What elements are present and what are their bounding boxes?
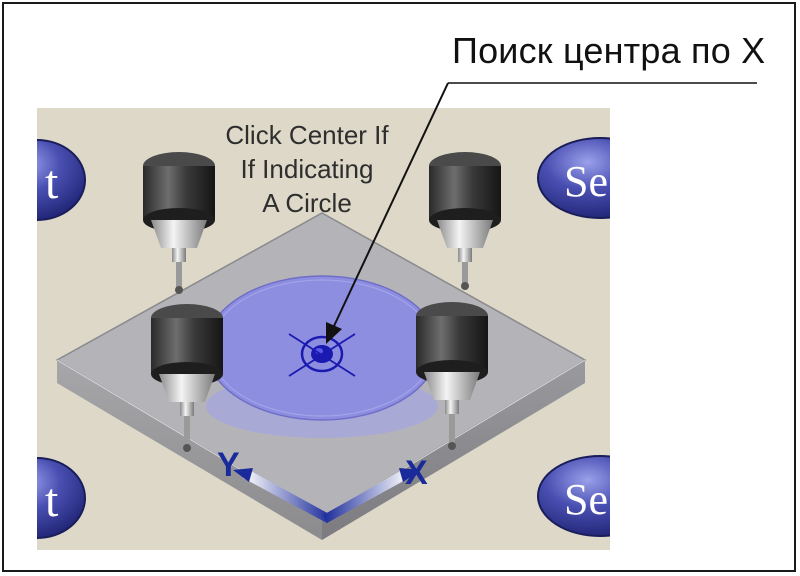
instruction-line-3: A Circle xyxy=(262,188,352,218)
probe-scene: t Se t Se xyxy=(37,108,610,550)
center-target-icon[interactable] xyxy=(288,333,356,377)
side-button-top-right[interactable]: Se xyxy=(537,137,610,219)
probe-bottom-left xyxy=(151,304,223,452)
side-button-top-left[interactable]: t xyxy=(37,139,86,221)
instruction-line-1: Click Center If xyxy=(225,120,389,150)
side-button-top-right-label: Se xyxy=(564,157,608,206)
side-button-bottom-right[interactable]: Se xyxy=(537,455,610,537)
side-button-bottom-left[interactable]: t xyxy=(37,457,86,539)
x-axis-arrow xyxy=(323,468,421,523)
callout-label: Поиск центра по X xyxy=(452,30,766,71)
side-button-bottom-right-label: Se xyxy=(564,475,608,524)
probe-top-left xyxy=(143,152,215,294)
instruction-line-2: If Indicating xyxy=(240,154,374,184)
side-button-bottom-left-label: t xyxy=(45,474,59,527)
y-axis-arrow xyxy=(233,468,331,523)
side-button-top-left-label: t xyxy=(45,156,59,209)
probe-wizard-panel: t Se t Se xyxy=(37,108,610,550)
y-axis-label: Y xyxy=(217,446,240,484)
instruction-text: Click Center If If Indicating A Circle xyxy=(207,118,407,220)
x-axis-label: X xyxy=(405,454,428,492)
